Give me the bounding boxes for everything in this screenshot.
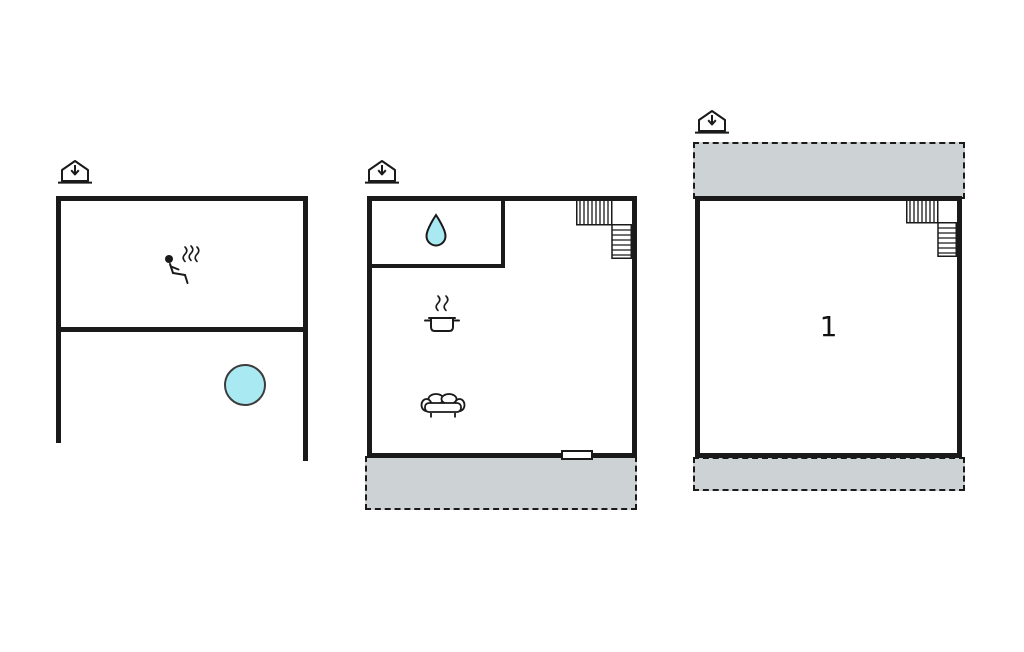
- wall-left: [695, 196, 700, 458]
- entrance-icon: [695, 108, 729, 134]
- plan-middle: [363, 156, 639, 514]
- sofa-icon: [418, 390, 468, 420]
- bathroom-wall-right: [501, 196, 505, 268]
- sauna-icon: [156, 242, 204, 288]
- terrace-top: [693, 142, 965, 199]
- wall-right: [957, 196, 962, 458]
- entrance-icon: [58, 158, 92, 184]
- wall-right: [632, 196, 637, 458]
- wall-left: [56, 196, 61, 443]
- terrace-bottom: [693, 457, 965, 491]
- plan-left: [56, 156, 308, 466]
- bathroom-wall-bottom: [372, 264, 505, 268]
- wall-bottom: [367, 453, 637, 458]
- plan-right: 1: [693, 108, 965, 492]
- stairs-icon: [906, 199, 957, 257]
- wall-top: [695, 196, 962, 201]
- terrace: [365, 456, 637, 510]
- stairs-icon: [576, 199, 632, 259]
- entrance-icon: [365, 158, 399, 184]
- cooking-pot-icon: [423, 294, 461, 336]
- wall-bottom: [695, 453, 962, 458]
- window-marker: [561, 450, 593, 460]
- wall-top: [56, 196, 308, 201]
- hot-tub-icon: [224, 364, 266, 406]
- room-label: 1: [819, 310, 838, 343]
- wall-left: [367, 196, 372, 458]
- wall-middle: [56, 327, 308, 332]
- water-drop-icon: [423, 212, 449, 248]
